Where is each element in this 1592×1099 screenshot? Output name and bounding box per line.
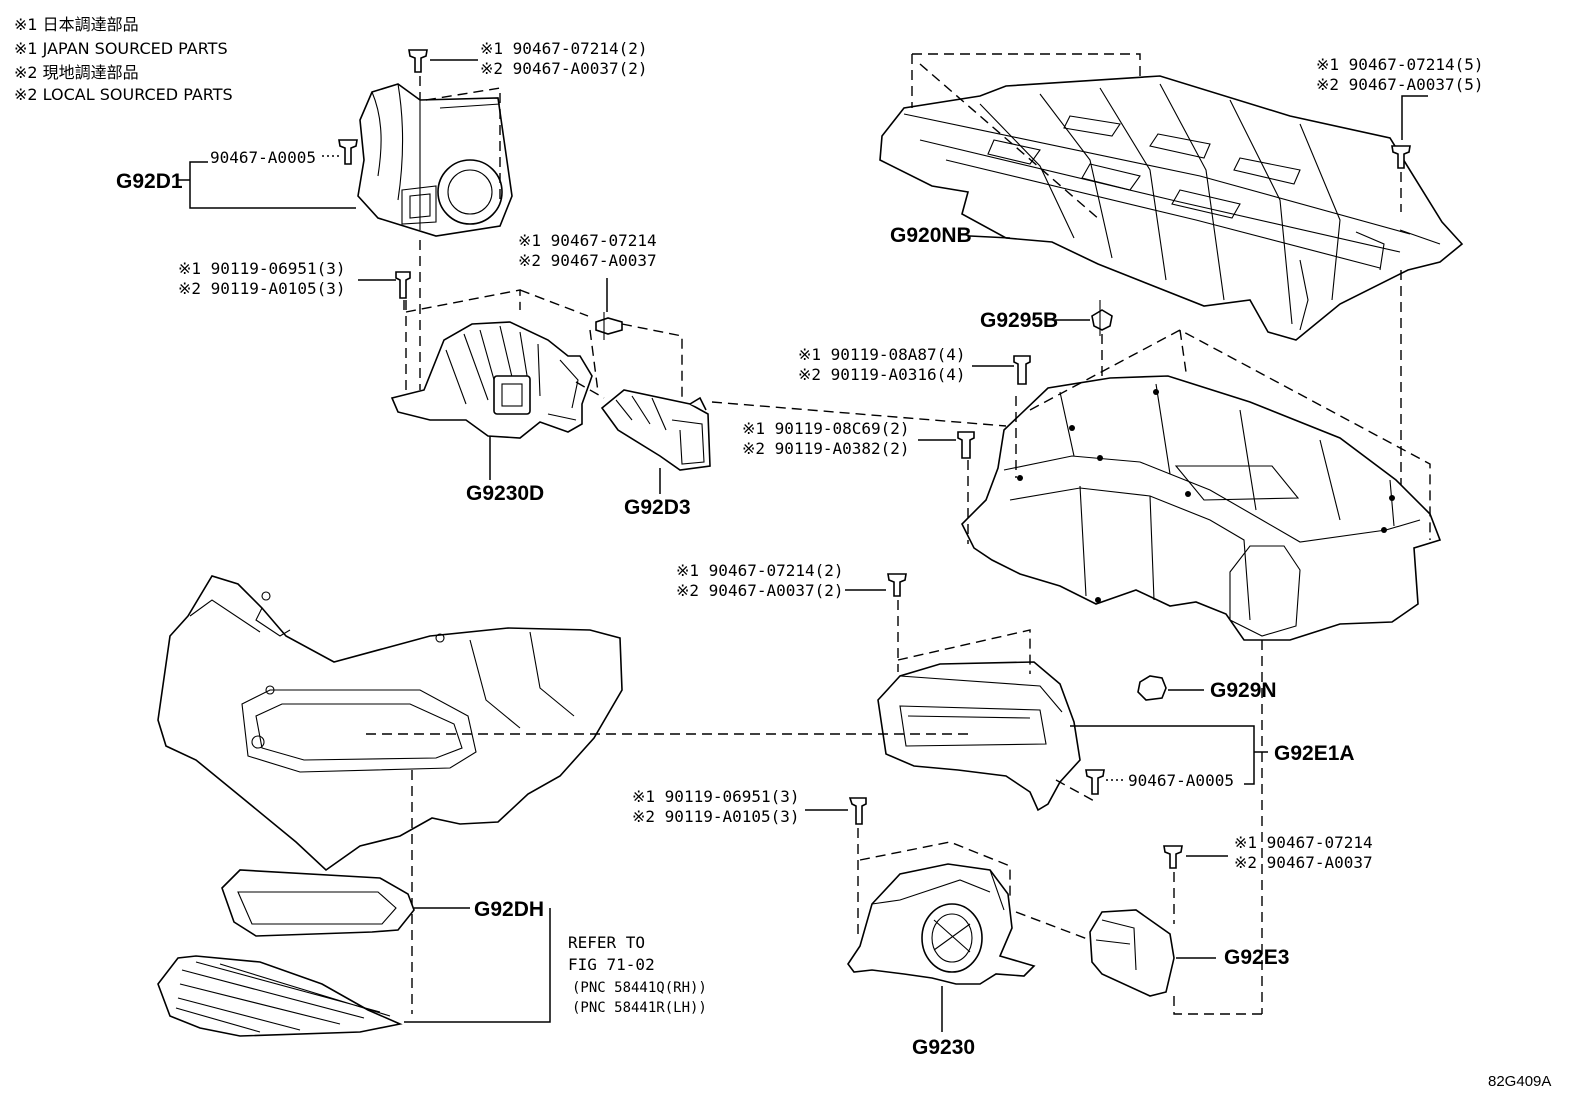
bumper-panel — [157, 575, 623, 872]
label-g92d1: G92D1 — [116, 170, 183, 193]
callout-bolt-g9230d-1: ※1 90119-06951(3) — [178, 259, 346, 278]
label-g92dh: G92DH — [474, 898, 544, 921]
callout-top-clip-1: ※1 90467-07214(2) — [480, 39, 648, 58]
bolt-g9230d — [395, 271, 411, 299]
callout-g92e1a-clip: 90467-A0005 — [1128, 771, 1234, 790]
clip-g92e3 — [1163, 845, 1183, 869]
clip-g92d1 — [338, 139, 358, 165]
duct-g92d3 — [600, 389, 711, 471]
callout-top-clip-2: ※2 90467-A0037(2) — [480, 59, 648, 78]
callout-bolt-g9230-2: ※2 90119-A0105(3) — [632, 807, 800, 826]
callout-right-clip-1: ※1 90467-07214(5) — [1316, 55, 1484, 74]
bolt-08a87 — [1013, 355, 1031, 385]
clip-mid — [887, 573, 907, 597]
bolt-g9230 — [848, 797, 867, 825]
duct-g92d1 — [357, 83, 513, 237]
refer-line-4: (PNC 58441R(LH)) — [572, 1000, 707, 1016]
label-g92d3: G92D3 — [624, 496, 691, 519]
duct-g92e3 — [1089, 909, 1175, 997]
clip-top — [408, 49, 428, 73]
callout-g92d3-clip-2: ※2 90467-A0037 — [518, 251, 657, 270]
blower-g9230 — [847, 863, 1036, 985]
figure-code: 82G409A — [1488, 1073, 1551, 1090]
legend-line-2: ※1 JAPAN SOURCED PARTS — [14, 39, 228, 58]
grommet-g929n — [1137, 675, 1167, 701]
callout-g92d3-clip-1: ※1 90467-07214 — [518, 231, 657, 250]
grille — [157, 955, 403, 1037]
callout-bolt-08a87-2: ※2 90119-A0316(4) — [798, 365, 966, 384]
label-g9230: G9230 — [912, 1036, 975, 1059]
clip-g92d3 — [595, 312, 623, 340]
callout-g92d1-clip: 90467-A0005 — [210, 148, 316, 167]
callout-right-clip-2: ※2 90467-A0037(5) — [1316, 75, 1484, 94]
label-g92e1a: G92E1A — [1274, 742, 1355, 765]
callout-bolt-08a87-1: ※1 90119-08A87(4) — [798, 345, 966, 364]
battery-tray — [961, 375, 1442, 641]
callout-bolt-g9230d-2: ※2 90119-A0105(3) — [178, 279, 346, 298]
duct-g92dh — [221, 869, 415, 937]
callout-g92e3-clip-1: ※1 90467-07214 — [1234, 833, 1373, 852]
legend-line-1: ※1 日本調達部品 — [14, 15, 139, 34]
legend-line-4: ※2 LOCAL SOURCED PARTS — [14, 85, 233, 104]
duct-g92e1a — [877, 661, 1081, 812]
label-g92e3: G92E3 — [1224, 946, 1289, 969]
clip-g9295b — [1091, 300, 1113, 336]
label-g9230d: G9230D — [466, 482, 544, 505]
refer-line-1: REFER TO — [568, 933, 645, 952]
callout-mid-clip-1: ※1 90467-07214(2) — [676, 561, 844, 580]
label-g920nb: G920NB — [890, 224, 972, 247]
refer-line-3: (PNC 58441Q(RH)) — [572, 980, 707, 996]
callout-labels: ※1 90467-07214(2) ※2 90467-A0037(2) 9046… — [116, 39, 1551, 1090]
clip-right — [1391, 145, 1411, 169]
label-g929n: G929N — [1210, 679, 1277, 702]
legend-line-3: ※2 現地調達部品 — [14, 63, 139, 82]
callout-bolt-08c69-2: ※2 90119-A0382(2) — [742, 439, 910, 458]
callout-bolt-08c69-1: ※1 90119-08C69(2) — [742, 419, 910, 438]
cover-g920nb — [879, 75, 1464, 341]
label-g9295b: G9295B — [980, 309, 1058, 332]
refer-line-2: FIG 71-02 — [568, 955, 655, 974]
callout-g92e3-clip-2: ※2 90467-A0037 — [1234, 853, 1373, 872]
leader-lines — [178, 59, 1428, 1032]
callout-bolt-g9230-1: ※1 90119-06951(3) — [632, 787, 800, 806]
callout-mid-clip-2: ※2 90467-A0037(2) — [676, 581, 844, 600]
clip-g92e1a — [1085, 769, 1105, 795]
bolt-08c69 — [957, 431, 975, 459]
legend: ※1 日本調達部品 ※1 JAPAN SOURCED PARTS ※2 現地調達… — [14, 15, 233, 104]
blower-g9230d — [390, 321, 593, 439]
